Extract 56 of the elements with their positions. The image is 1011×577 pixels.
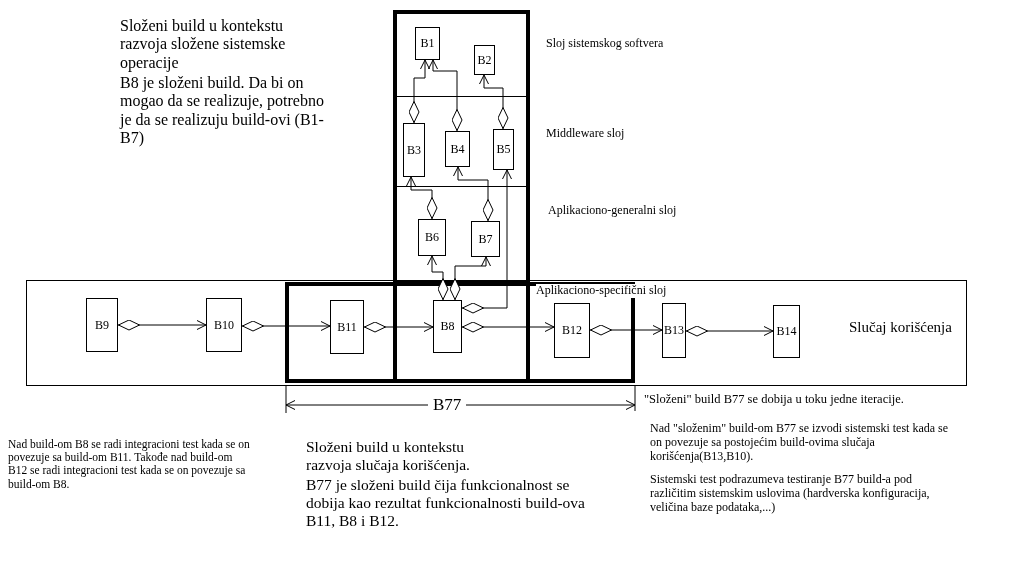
aggregation-arrow <box>461 169 512 314</box>
note-text: Složeni build u kontekstu razvoja slučaja korišćenja. <box>306 438 471 474</box>
build-label: B12 <box>562 323 582 338</box>
build-label: B6 <box>425 230 439 245</box>
build-label: B4 <box>450 141 465 157</box>
note-text: B77 je složeni build čija funkcionalnost se dobija kao rezultat funkcionalnosti build-ova B11, B8 i B12. <box>306 476 586 530</box>
aggregation-arrow <box>428 59 463 132</box>
layer-label: Sloj sistemskog softvera <box>546 37 664 51</box>
build-label: B3 <box>407 142 421 158</box>
aggregation-arrow <box>461 321 555 333</box>
layer-label: "Složeni" build B77 se dobija u toku jedne iteracije. <box>644 392 904 407</box>
aggregation-arrow <box>241 320 331 332</box>
band-label: Slučaj korišćenja <box>849 319 952 336</box>
layer-label: Middleware sloj <box>546 127 625 141</box>
build-label: B5 <box>496 142 511 157</box>
aggregation-arrow <box>406 176 438 220</box>
build-box <box>403 123 425 177</box>
build-label: B9 <box>95 317 109 333</box>
build-label: B1 <box>420 36 435 51</box>
aggregation-arrow <box>363 321 434 333</box>
build-box <box>554 303 590 358</box>
build-label: B2 <box>477 52 492 68</box>
aggregation-arrow <box>685 325 774 337</box>
build-label: B14 <box>776 324 797 339</box>
aggregation-arrow <box>117 319 207 331</box>
build-box <box>86 298 118 352</box>
aggregation-arrow <box>453 166 494 222</box>
build-box <box>206 298 242 352</box>
build-label: B7 <box>478 231 493 247</box>
build-box <box>474 45 495 75</box>
build-box <box>445 131 470 167</box>
layer-label: Aplikaciono-generalni sloj <box>548 204 677 218</box>
aggregation-arrow <box>449 256 491 301</box>
build-box <box>433 300 462 353</box>
aggregation-arrow <box>589 324 663 336</box>
build-label: B13 <box>664 323 684 338</box>
use-case-band <box>26 280 967 386</box>
aggregation-arrow <box>427 255 449 301</box>
note-text: Složeni build u kontekstu razvoja složene sistemske operacije <box>120 17 287 73</box>
build-box <box>330 300 364 354</box>
note-text: Nad build-om B8 se radi integracioni test kada se on povezuje sa build-om B11. Takođe nad build-om B12 se radi integracioni test kada se on povezuje sa build-om B8. <box>8 438 251 491</box>
build-box <box>415 27 440 60</box>
note-text: B8 je složeni build. Da bi on mogao da se realizuje, potrebno je da se realizuju build-ovi (B1-B7) <box>120 74 325 148</box>
build-box <box>471 221 500 257</box>
build-label: B10 <box>214 317 234 333</box>
build-box <box>493 129 514 170</box>
build-box <box>662 303 686 358</box>
build-label: B8 <box>440 319 455 334</box>
note-text: Sistemski test podrazumeva testiranje B77 build-a pod različitim sistemskim uslovima (hardverska konfiguracija, veličina baze podataka,...) <box>650 473 931 515</box>
layer-label: Aplikaciono-specifični sloj <box>536 284 667 298</box>
build-box <box>418 219 446 256</box>
aggregation-arrow <box>408 59 430 124</box>
aggregation-arrow <box>479 74 509 130</box>
build-label: B11 <box>337 319 357 335</box>
note-text: Nad "složenim" build-om B77 se izvodi sistemski test kada se on povezuje sa postojećim build-ovima slučaja korišćenja(B13,B10). <box>650 422 950 464</box>
build-box <box>773 305 800 358</box>
